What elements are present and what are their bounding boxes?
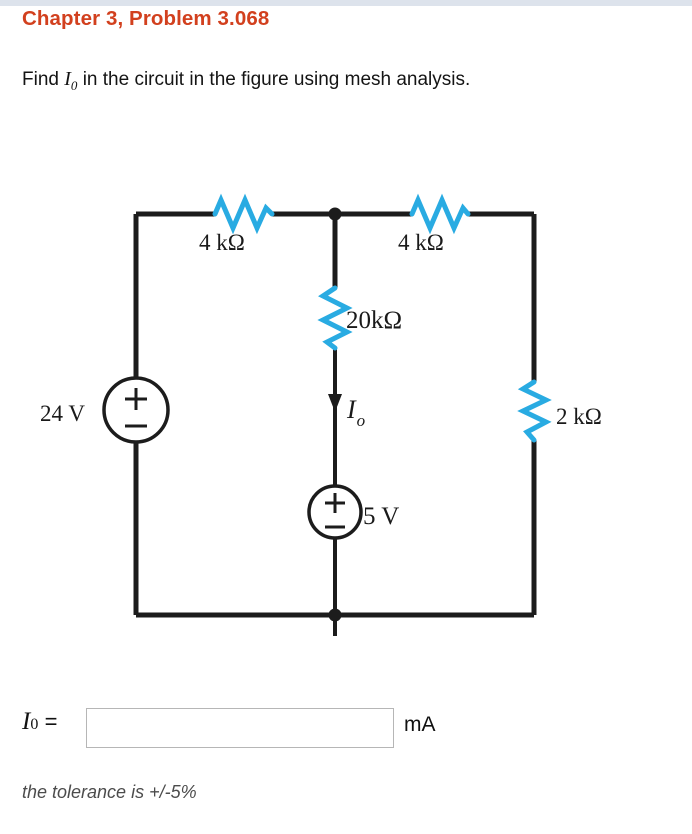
question-variable: I0: [64, 68, 78, 93]
voltage-source-5v-plus-icon: [325, 493, 345, 513]
resistor-4k-left-label: 4 kΩ: [199, 230, 245, 255]
current-label: Io: [346, 395, 365, 430]
answer-subscript: 0: [30, 716, 39, 733]
question-prefix: Find: [22, 69, 65, 90]
resistor-2k-symbol: [517, 379, 552, 443]
circuit-svg: 4 kΩ 4 kΩ 20kΩ 2 kΩ 24 V 5 V Io: [40, 193, 602, 636]
tolerance-note: the tolerance is +/-5%: [22, 782, 197, 802]
question-variable-subscript: 0: [70, 78, 78, 93]
resistor-2k-label: 2 kΩ: [556, 404, 602, 429]
resistor-4k-left-symbol: [212, 193, 275, 235]
voltage-source-5v-label: 5 V: [363, 503, 399, 530]
resistor-4k-right-label: 4 kΩ: [398, 230, 444, 255]
question-text: Find I0 in the circuit in the figure usi…: [22, 68, 470, 94]
answer-row: I0 = mA: [0, 700, 692, 756]
resistor-20k-label: 20kΩ: [346, 307, 402, 334]
current-direction-arrow-icon: [328, 394, 342, 412]
answer-symbol: I: [22, 708, 31, 735]
circuit-figure: 4 kΩ 4 kΩ 20kΩ 2 kΩ 24 V 5 V Io: [0, 150, 692, 670]
page-top-accent-bar: [0, 0, 692, 6]
current-label-symbol: I: [346, 395, 357, 424]
answer-equals-sign: =: [44, 709, 58, 734]
question-variable-symbol: I: [64, 68, 71, 90]
resistor-20k-symbol: [317, 285, 353, 351]
voltage-source-24v-label: 24 V: [40, 401, 85, 426]
current-label-subscript: o: [357, 411, 366, 430]
junction-node-bottom: [328, 608, 342, 622]
voltage-source-24v-plus-icon: [125, 388, 147, 410]
junction-node-top: [328, 207, 342, 221]
answer-unit-label: mA: [404, 713, 436, 736]
resistor-4k-right-symbol: [409, 193, 471, 235]
answer-input[interactable]: [86, 708, 394, 748]
answer-label: I0 =: [22, 708, 57, 736]
page-title: Chapter 3, Problem 3.068: [22, 7, 270, 30]
question-suffix: in the circuit in the figure using mesh …: [77, 69, 471, 90]
